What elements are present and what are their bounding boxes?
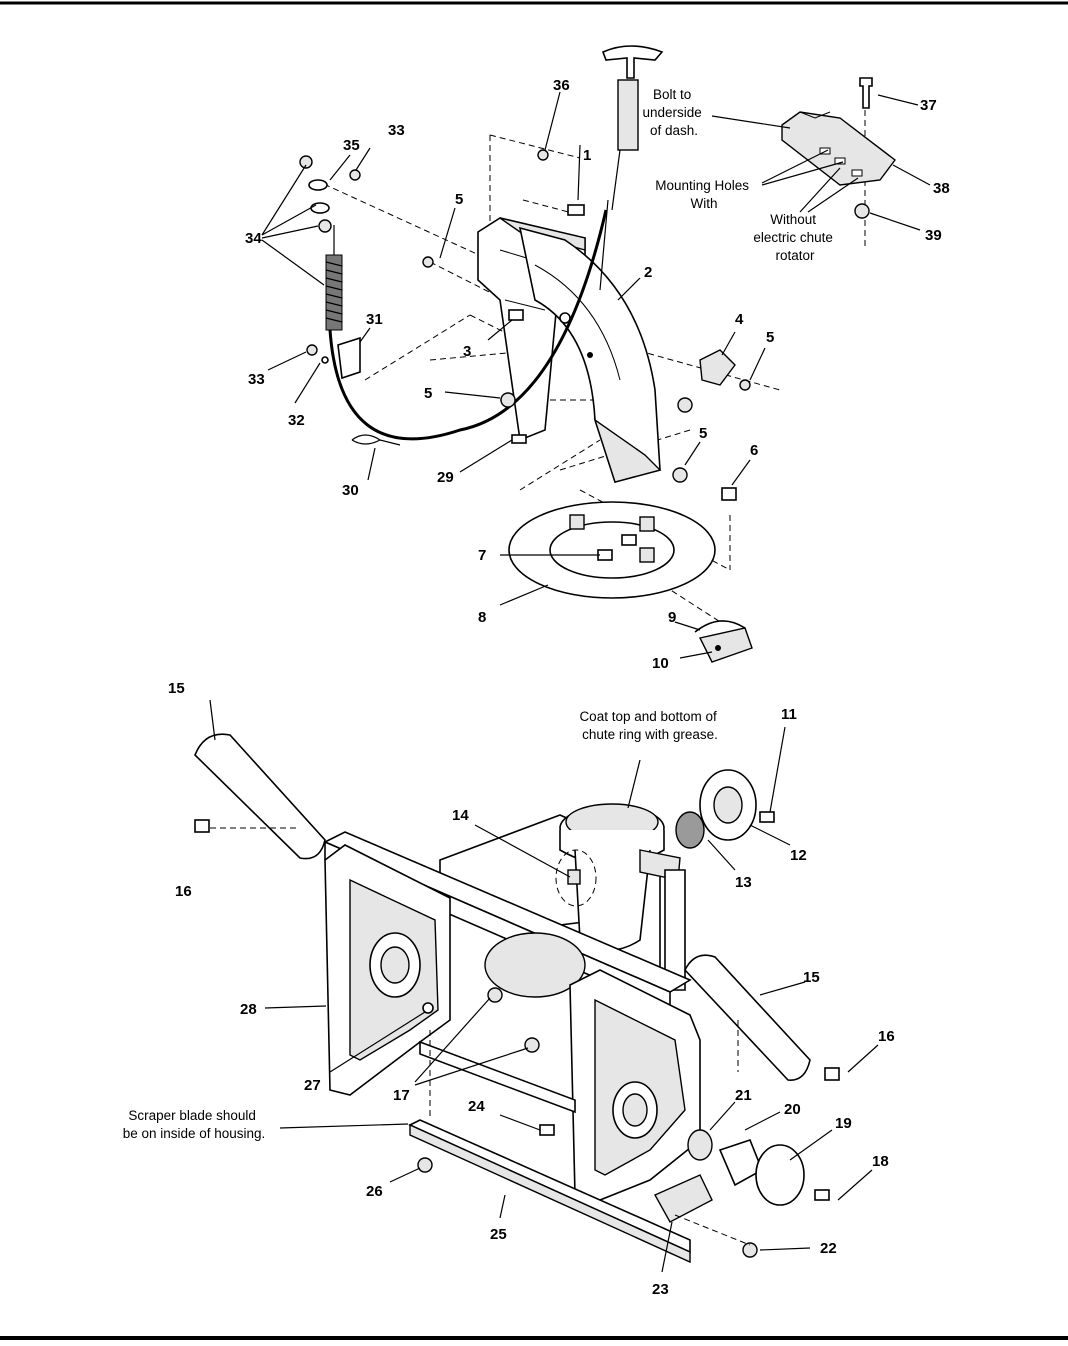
callout-17: 17 (393, 1087, 410, 1104)
chute-assembly (299, 45, 896, 663)
note-mounting-holes-with: Mounting Holes With (655, 178, 753, 211)
callout-2: 2 (644, 264, 652, 281)
dash-bracket-38 (781, 111, 896, 186)
skid-bracket-23 (654, 1174, 713, 1223)
callout-27: 27 (304, 1077, 321, 1094)
callout-22: 22 (820, 1240, 837, 1257)
callout-1: 1 (583, 147, 591, 164)
control-rod (601, 45, 664, 79)
callout-38: 38 (933, 180, 950, 197)
callout-33: 33 (388, 122, 405, 139)
callout-30: 30 (342, 482, 359, 499)
callout-20: 20 (784, 1101, 801, 1118)
callout-19: 19 (835, 1115, 852, 1132)
callout-33: 33 (248, 371, 265, 388)
chute-keeper-4 (699, 349, 736, 386)
lower-hardware (194, 811, 840, 1258)
bearing-flange-12-13 (675, 769, 757, 849)
callout-10: 10 (652, 655, 669, 672)
callout-26: 26 (366, 1183, 383, 1200)
callout-21: 21 (735, 1087, 752, 1104)
callout-12: 12 (790, 847, 807, 864)
hardware-nuts (299, 149, 870, 483)
callout-5: 5 (699, 425, 707, 442)
callout-24: 24 (468, 1098, 485, 1115)
callout-37: 37 (920, 97, 937, 114)
bearing-parts-19-21 (687, 1129, 805, 1206)
callout-31: 31 (366, 311, 383, 328)
callout-14: 14 (452, 807, 469, 824)
callout-15: 15 (803, 969, 820, 986)
housing-assembly (194, 733, 840, 1264)
note-grease: Coat top and bottom of chute ring with g… (579, 709, 720, 742)
leader-lines (209, 91, 931, 1273)
note-without-rotator: Without electric chute rotator (753, 212, 836, 263)
callout-25: 25 (490, 1226, 507, 1243)
callout-8: 8 (478, 609, 486, 626)
callout-4: 4 (735, 311, 744, 328)
callout-5: 5 (455, 191, 463, 208)
keeper-9-10 (694, 620, 753, 663)
callout-29: 29 (437, 469, 454, 486)
callout-9: 9 (668, 609, 676, 626)
hardware-bolts (508, 77, 873, 501)
callout-18: 18 (872, 1153, 889, 1170)
callout-5: 5 (766, 329, 774, 346)
callout-39: 39 (925, 227, 942, 244)
skid-shoe-right (684, 954, 811, 1081)
notes: Bolt to underside of dash. Mounting Hole… (123, 87, 836, 1141)
bracket-31 (337, 336, 361, 380)
callout-28: 28 (240, 1001, 257, 1018)
callout-16: 16 (175, 883, 192, 900)
callout-11: 11 (781, 706, 797, 723)
control-cable (328, 209, 608, 441)
callout-34: 34 (245, 230, 262, 247)
callout-16: 16 (878, 1028, 895, 1045)
callout-3: 3 (463, 343, 471, 360)
callout-32: 32 (288, 412, 305, 429)
note-scraper: Scraper blade should be on inside of hou… (123, 1108, 266, 1141)
callout-7: 7 (478, 547, 486, 564)
hair-pin-30 (351, 434, 401, 446)
callout-15: 15 (168, 680, 185, 697)
callout-35: 35 (343, 137, 360, 154)
cable-spring (325, 225, 343, 331)
callout-numbers: 1 2 3 4 5 5 5 5 6 7 8 9 10 11 12 13 14 1… (168, 77, 950, 1298)
callout-36: 36 (553, 77, 570, 94)
callout-6: 6 (750, 442, 758, 459)
callout-5: 5 (424, 385, 432, 402)
callout-13: 13 (735, 874, 752, 891)
callout-23: 23 (652, 1281, 669, 1298)
chute-ring-8 (508, 501, 716, 599)
note-bolt-dash: Bolt to underside of dash. (642, 87, 705, 138)
skid-shoe-left (194, 733, 326, 860)
